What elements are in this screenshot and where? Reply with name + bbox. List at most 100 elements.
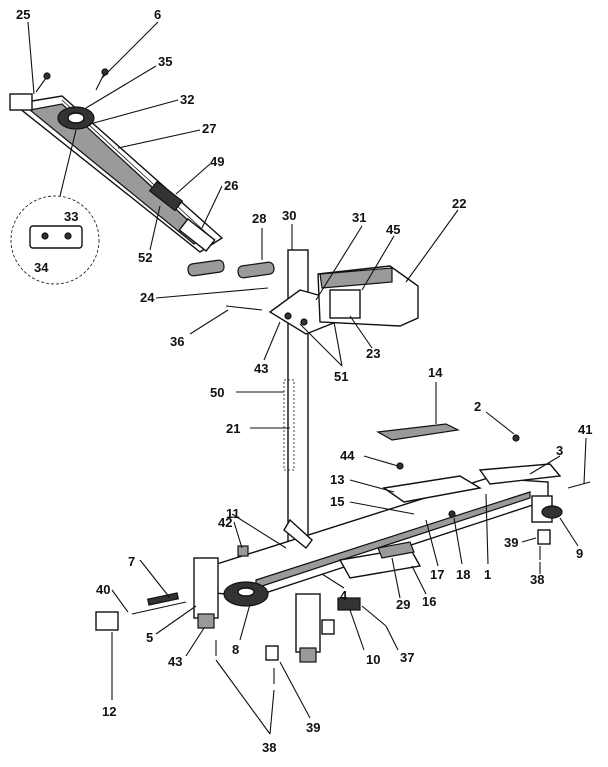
front-leg-right <box>295 593 321 653</box>
bolt-6-shank <box>95 73 105 91</box>
label-38-rear: 38 <box>530 572 544 587</box>
leader-43-top <box>263 321 281 361</box>
nut-18 <box>448 510 456 518</box>
inset-hole-left <box>41 232 49 240</box>
end-cap-12 <box>95 611 119 631</box>
label-27: 27 <box>202 121 216 136</box>
label-8: 8 <box>232 642 239 657</box>
leader-6 <box>101 21 159 79</box>
label-37: 37 <box>400 650 414 665</box>
label-51: 51 <box>334 369 348 384</box>
label-45: 45 <box>386 222 400 237</box>
leader-31 <box>315 225 363 301</box>
inset-bracket <box>29 225 83 249</box>
label-32: 32 <box>180 92 194 107</box>
part-labels: 25 6 35 32 27 49 26 33 34 52 28 30 31 45… <box>16 7 592 755</box>
label-43-bottom: 43 <box>168 654 182 669</box>
bolt-25-head <box>43 72 51 80</box>
leader-38b <box>269 689 275 735</box>
leader-37 <box>385 625 399 651</box>
leader-10 <box>349 609 365 651</box>
label-14: 14 <box>428 365 443 380</box>
foot-plates <box>338 423 562 579</box>
leader-8 <box>239 603 251 641</box>
arm-end-bracket <box>9 93 33 111</box>
label-28: 28 <box>252 211 266 226</box>
leader-43-bottom <box>185 627 205 657</box>
leader-17 <box>425 519 439 567</box>
leader-1 <box>485 493 489 565</box>
grip-pad-29 <box>377 541 415 559</box>
nut-42 <box>237 545 249 557</box>
label-52: 52 <box>138 250 152 265</box>
leader-arm-inset <box>59 129 77 197</box>
label-3: 3 <box>556 443 563 458</box>
label-25: 25 <box>16 7 30 22</box>
label-17: 17 <box>430 567 444 582</box>
label-39-center: 39 <box>306 720 320 735</box>
label-42: 42 <box>218 515 232 530</box>
flywheel-assembly <box>95 581 387 631</box>
label-35: 35 <box>158 54 172 69</box>
seat-top <box>319 267 393 289</box>
leader-15 <box>349 501 415 515</box>
rear-wheel-9 <box>541 505 563 519</box>
label-33: 33 <box>64 209 78 224</box>
leader-16 <box>411 565 427 595</box>
seat-bracket <box>329 289 361 319</box>
slider-plate-13 <box>382 475 482 503</box>
leader-52 <box>149 205 161 251</box>
foot-cap-right <box>299 647 317 663</box>
leader-5 <box>155 605 197 635</box>
leader-36 <box>189 309 229 335</box>
label-15: 15 <box>330 494 344 509</box>
label-2: 2 <box>474 399 481 414</box>
leader-lines <box>27 21 587 735</box>
handle-grip-right <box>237 261 275 279</box>
leader-51b <box>333 321 343 367</box>
label-39-rear: 39 <box>504 535 518 550</box>
leader-3 <box>529 455 561 475</box>
leader-11 <box>231 513 287 549</box>
label-18: 18 <box>456 567 470 582</box>
main-rail <box>197 477 549 597</box>
label-41: 41 <box>578 422 592 437</box>
label-4: 4 <box>340 588 348 603</box>
leader-18 <box>453 517 463 565</box>
leader-44 <box>363 455 399 467</box>
arm-beam-shadow <box>28 103 206 245</box>
pulley-hub <box>67 112 85 124</box>
label-50: 50 <box>210 385 224 400</box>
label-21: 21 <box>226 421 240 436</box>
inset-circle <box>10 195 100 285</box>
label-36: 36 <box>170 334 184 349</box>
leader-49 <box>175 163 211 195</box>
arm-clamp <box>148 180 184 212</box>
label-11: 11 <box>226 506 240 521</box>
label-12: 12 <box>102 704 116 719</box>
flywheel-hub <box>237 587 255 597</box>
spacer-39-right <box>321 619 335 635</box>
pivot-pin-36 <box>225 305 263 311</box>
pivot-bolt-b <box>300 318 308 326</box>
label-16: 16 <box>422 594 436 609</box>
leader-38a <box>215 659 271 735</box>
inset-hole-right <box>64 232 72 240</box>
front-brace <box>283 518 313 550</box>
leader-23 <box>349 315 373 349</box>
arm-joint <box>178 218 216 252</box>
base-frame <box>193 477 563 663</box>
pivot-bolt-a <box>284 312 292 320</box>
leader-35 <box>85 65 157 109</box>
leader-32 <box>89 99 179 125</box>
rod-7 <box>146 592 180 606</box>
label-30: 30 <box>282 208 296 223</box>
spacer-39-rear <box>537 529 551 545</box>
leader-22 <box>405 209 459 283</box>
block-10 <box>337 597 361 611</box>
foot-cap-left <box>197 613 215 629</box>
label-9: 9 <box>576 546 583 561</box>
label-40: 40 <box>96 582 110 597</box>
leader-27 <box>117 129 201 149</box>
